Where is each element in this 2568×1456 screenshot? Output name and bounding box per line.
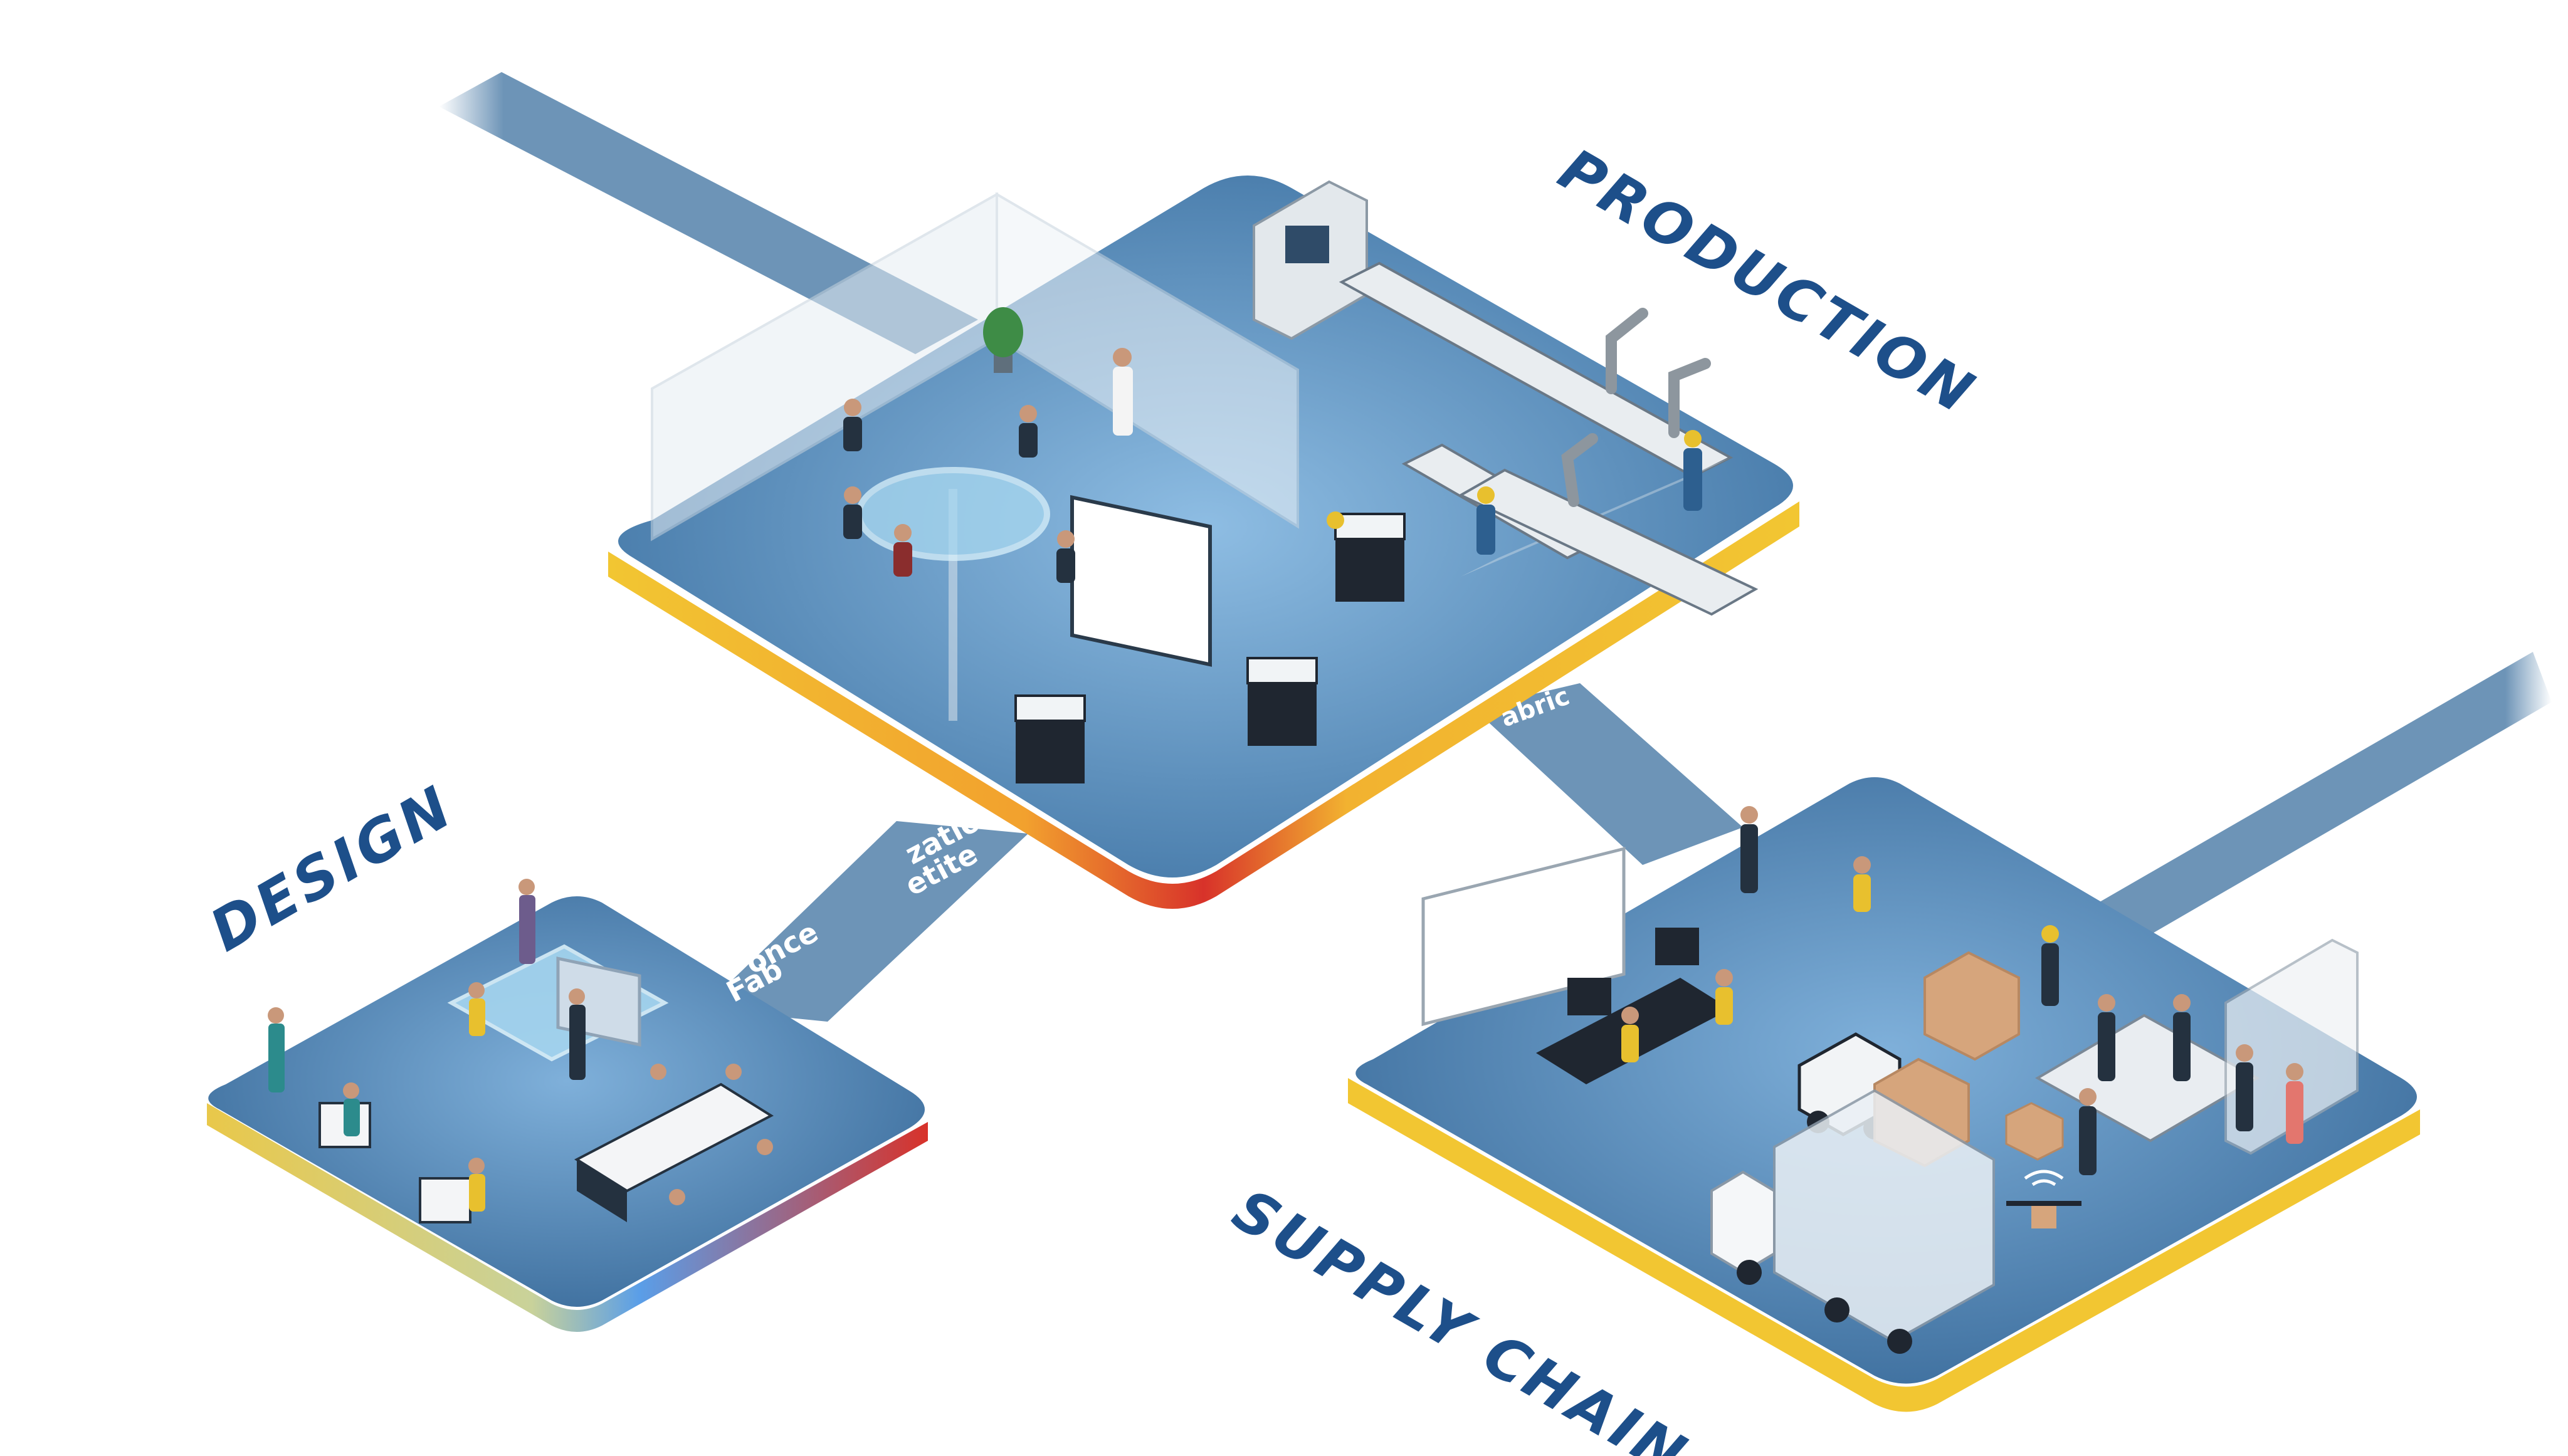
person-icon bbox=[569, 988, 585, 1005]
person-icon bbox=[2286, 1063, 2303, 1081]
control-stations bbox=[1014, 513, 1406, 783]
design-platform-edge bbox=[207, 1103, 928, 1332]
person-icon bbox=[650, 1064, 666, 1080]
person-icon bbox=[1715, 969, 1733, 987]
design-platform bbox=[207, 896, 928, 1332]
road-right bbox=[2088, 652, 2552, 953]
person-icon bbox=[1740, 806, 1758, 824]
person-icon bbox=[1327, 511, 1344, 529]
person-icon bbox=[518, 879, 535, 895]
person-icon bbox=[669, 1189, 685, 1205]
robot-arm-icon bbox=[1561, 308, 1711, 507]
design-content bbox=[268, 879, 774, 1223]
person-icon bbox=[1113, 348, 1132, 367]
workers bbox=[1327, 430, 1702, 555]
packing-counter bbox=[2034, 938, 2359, 1155]
person-icon bbox=[1684, 430, 1702, 448]
person-icon bbox=[725, 1064, 742, 1080]
production-content bbox=[651, 180, 1759, 783]
design-platform-top bbox=[208, 896, 925, 1307]
person-icon bbox=[1621, 1007, 1639, 1024]
meeting-table bbox=[856, 467, 1050, 561]
person-icon bbox=[757, 1139, 773, 1155]
glass-wall-side bbox=[996, 192, 1299, 529]
person-icon bbox=[343, 1082, 359, 1099]
person-icon bbox=[468, 1158, 485, 1174]
plant-icon bbox=[983, 307, 1023, 373]
label-design: DESIGN bbox=[199, 772, 465, 965]
person-icon bbox=[2041, 925, 2059, 943]
supply-chain-content bbox=[1421, 806, 2359, 1354]
drone-icon bbox=[2006, 1170, 2081, 1228]
person-icon bbox=[1019, 405, 1037, 422]
wifi-icon bbox=[2024, 1170, 2064, 1186]
design-people bbox=[268, 879, 773, 1212]
supply-people bbox=[1621, 806, 2303, 1175]
truck-icon bbox=[1710, 1089, 1995, 1354]
person-icon bbox=[468, 982, 485, 998]
person-icon bbox=[2173, 994, 2191, 1012]
production-platform-edge bbox=[608, 501, 1799, 909]
supply-chain-platform-edge bbox=[1348, 1078, 2420, 1412]
person-icon bbox=[2079, 1088, 2097, 1106]
person-icon bbox=[2236, 1044, 2253, 1062]
meeting-people bbox=[843, 348, 1133, 583]
person-icon bbox=[1853, 856, 1871, 874]
person-icon bbox=[894, 524, 912, 542]
person-icon bbox=[844, 399, 861, 416]
person-icon bbox=[1057, 530, 1075, 548]
wall-dashboard-monitor-icon bbox=[1070, 495, 1212, 667]
design-desks bbox=[318, 1082, 774, 1223]
wifi-icon bbox=[1541, 318, 1575, 334]
person-icon bbox=[844, 486, 861, 504]
road-center-to-supply bbox=[1473, 683, 1743, 865]
person-icon bbox=[1477, 486, 1495, 504]
conveyor-icon bbox=[1339, 261, 1759, 616]
person-icon bbox=[268, 1007, 284, 1024]
person-icon bbox=[2098, 994, 2115, 1012]
road-center-to-design bbox=[702, 821, 1028, 1022]
